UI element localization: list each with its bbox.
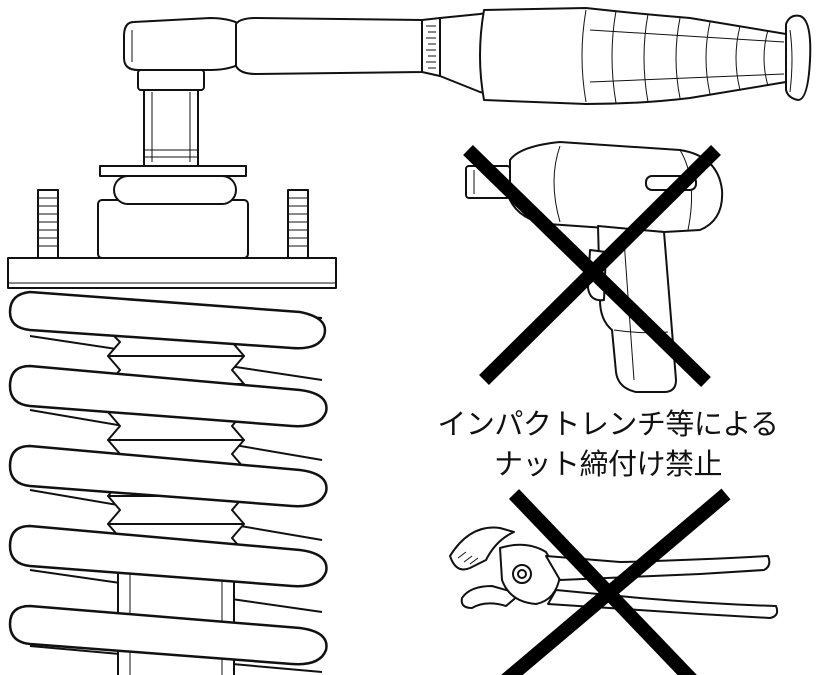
mount-bushing (113, 175, 237, 205)
wrench-shaft (235, 17, 423, 75)
wrench-end-cap (785, 14, 812, 101)
spring-front-coils (8, 290, 328, 666)
pliers-cross-line-b (501, 488, 731, 675)
pliers-lower-jaw (460, 585, 521, 609)
mount-stud-right (287, 189, 309, 259)
cross-mark-icon (501, 488, 731, 675)
warning-caption: インパクトレンチ等による ナット締付け禁止 (428, 404, 788, 484)
pliers-cross-line-a (508, 489, 697, 675)
socket (137, 69, 205, 167)
pliers-upper-jaw (449, 526, 515, 571)
mount-stud-left (37, 189, 59, 259)
wrench-head (123, 17, 241, 71)
impact-cross-line-a (463, 144, 711, 388)
wrench-grip (479, 7, 787, 105)
grip-ribs (581, 9, 785, 104)
warning-line-1: インパクトレンチ等による (437, 407, 779, 441)
impact-cross-line-b (479, 145, 721, 385)
micrometer-scale (426, 25, 436, 69)
cross-mark-icon (463, 144, 721, 388)
wrench-scale-body (421, 17, 441, 77)
washer-plate (99, 165, 247, 177)
upper-mount-body (97, 199, 249, 259)
coil-spring-strut-icon (7, 69, 337, 675)
bump-stop-bellows (107, 329, 245, 567)
torque-wrench-icon (123, 7, 812, 105)
warning-line-2: ナット締付け禁止 (493, 447, 723, 481)
